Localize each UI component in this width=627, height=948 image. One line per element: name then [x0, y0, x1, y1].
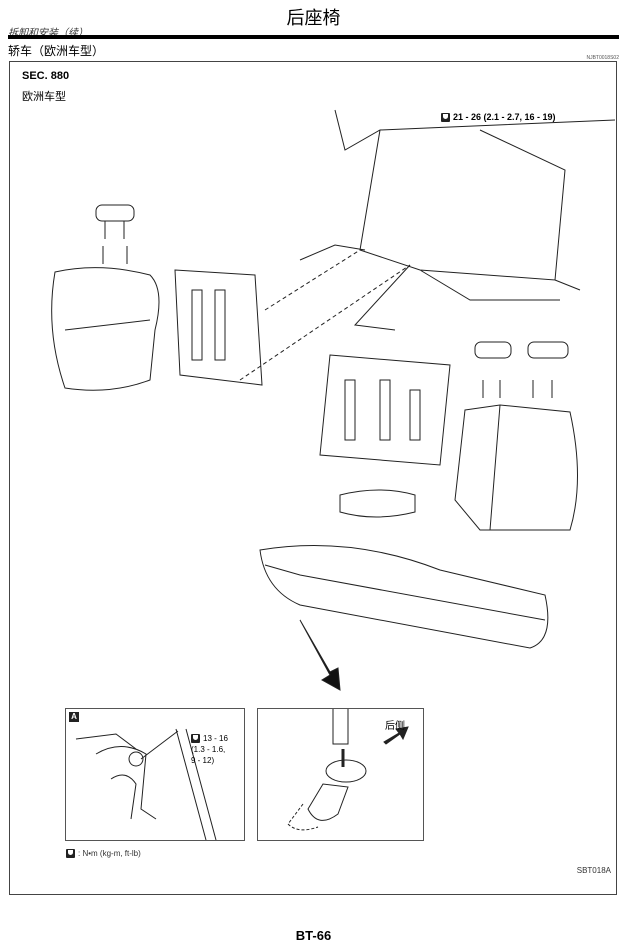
torque-value: 21 - 26 (2.1 - 2.7, 16 - 19): [453, 112, 556, 122]
breadcrumb: 拆卸和安装（续）: [8, 28, 88, 39]
body-panel: [299, 109, 616, 301]
torque-line: (1.3 - 1.6,: [191, 745, 226, 754]
left-seatback-frame: [174, 269, 263, 386]
seat-hook-drawing: [287, 709, 409, 831]
page-number: BT-66: [295, 928, 332, 943]
torque-wrench-icon: [441, 113, 450, 123]
right-headrest-1: [474, 341, 512, 359]
torque-wrench-icon: [66, 849, 75, 859]
torque-legend: : N•m (kg-m, ft-lb): [66, 849, 141, 859]
rear-direction-label: 后侧: [385, 721, 405, 732]
pointer-arrow: [299, 619, 341, 691]
inset-a-label: A: [69, 712, 79, 722]
header-divider: [8, 35, 619, 39]
sec-number: SEC. 880: [22, 70, 70, 82]
page-title: 后座椅: [286, 8, 341, 29]
left-seatback: [51, 267, 160, 391]
torque-line: 13 - 16: [203, 734, 228, 743]
torque-wrench-icon: [191, 734, 200, 744]
anchor-bolt-drawing: [75, 728, 217, 841]
right-headrest-2: [527, 341, 569, 359]
direction-arrow-icon: [383, 726, 409, 745]
region-label: 欧洲车型: [22, 90, 66, 103]
reference-id: NJBT0018S02: [586, 55, 619, 61]
figure-frame: [9, 61, 617, 895]
detail-inset-b: 后侧: [257, 708, 424, 841]
seat-cushion: [259, 545, 549, 649]
right-seatback-frame: [319, 354, 451, 466]
section-title: 轿车（欧洲车型）: [8, 44, 105, 58]
left-headrest: [95, 204, 135, 222]
detail-inset-a: A 13 - 16 (1.3 - 1.6, 9 - 12): [65, 708, 245, 841]
torque-line: 9 - 12): [191, 756, 215, 765]
armrest: [339, 489, 416, 518]
torque-spec-main: 21 - 26 (2.1 - 2.7, 16 - 19): [441, 112, 556, 123]
torque-spec-a: 13 - 16 (1.3 - 1.6, 9 - 12): [191, 733, 228, 766]
figure-id: SBT018A: [576, 866, 611, 875]
legend-text: : N•m (kg-m, ft-lb): [78, 849, 141, 858]
right-seatback: [454, 404, 578, 531]
